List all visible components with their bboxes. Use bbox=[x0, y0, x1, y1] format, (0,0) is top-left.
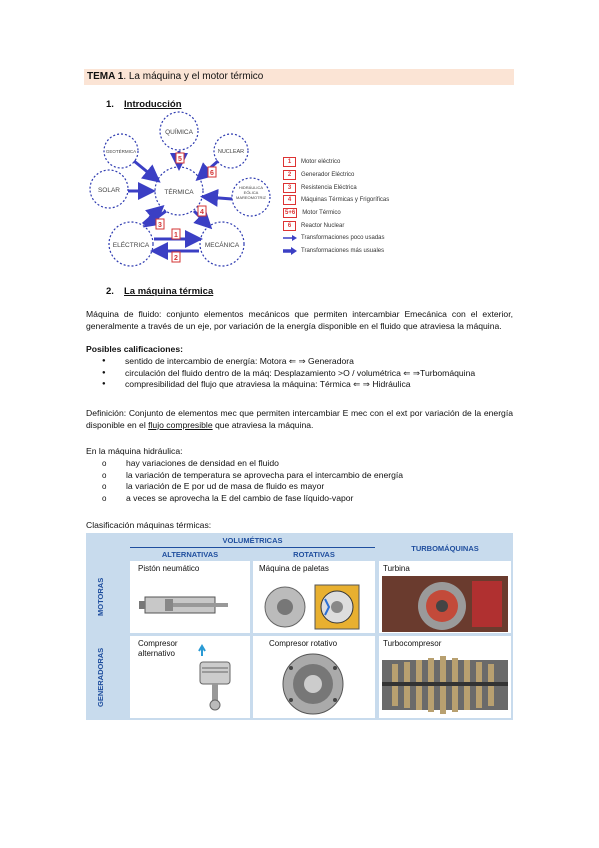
node-solar bbox=[89, 169, 129, 209]
turbocompressor-image bbox=[382, 656, 508, 714]
diagram-tag: 6 bbox=[210, 170, 214, 177]
node-label-termica: TÉRMICA bbox=[164, 187, 194, 196]
list-item: la variación de temperatura se aprovecha… bbox=[100, 470, 510, 482]
rotary-compressor-image bbox=[282, 653, 344, 715]
list-item: hay variaciones de densidad en el fluido bbox=[100, 458, 510, 470]
cell-compresor-alternativo: Compresor alternativo bbox=[130, 636, 250, 718]
node-hidraulica bbox=[231, 177, 271, 217]
row-header-generadoras: GENERADORAS bbox=[96, 647, 105, 707]
node-label-geotermica: GEOTÉRMICA bbox=[106, 148, 136, 154]
bullet-list-calificaciones: sentido de intercambio de energía: Motor… bbox=[100, 356, 510, 391]
paragraph-hidraulica: En la máquina hidráulica: bbox=[86, 446, 183, 456]
node-nuclear bbox=[213, 133, 249, 169]
diagram-tag: 3 bbox=[158, 222, 162, 229]
piston-rod-image bbox=[198, 644, 231, 711]
paragraph-clasificacion: Clasificación máquinas térmicas: bbox=[86, 520, 212, 530]
piston-image bbox=[139, 596, 228, 614]
header-rotativas: ROTATIVAS bbox=[293, 550, 335, 559]
cell-compresor-rotativo: Compresor rotativo bbox=[253, 636, 375, 718]
cell-piston-neumatico: Pistón neumático bbox=[130, 561, 250, 633]
node-quimica bbox=[159, 111, 199, 151]
header-volumetricas: VOLUMÉTRICAS bbox=[222, 536, 283, 545]
thin-arrow-icon bbox=[283, 235, 297, 242]
cell-maquina-paletas: Máquina de paletas bbox=[253, 561, 375, 633]
node-label-quimica: QUÍMICA bbox=[165, 127, 193, 136]
node-label-mecanica: MECÁNICA bbox=[205, 240, 240, 249]
node-label-nuclear: NUCLEAR bbox=[218, 149, 244, 155]
list-item: a veces se aprovecha la E del cambio de … bbox=[100, 493, 510, 505]
diagram-tag: 1 bbox=[174, 232, 178, 239]
diagram-tag: 4 bbox=[200, 209, 204, 216]
sub-list-hidraulica: hay variaciones de densidad en el fluido… bbox=[100, 458, 510, 504]
list-item: la variación de E por ud de masa de flui… bbox=[100, 481, 510, 493]
paragraph-definicion: Definición: Conjunto de elementos mec qu… bbox=[86, 408, 513, 430]
node-label-hidraulica: HIDRÁULICA EÓLICA MAREOMOTRIZ bbox=[236, 185, 266, 200]
legend-item: Transformaciones poco usadas bbox=[283, 232, 423, 245]
vane-machine-image bbox=[264, 584, 360, 630]
list-item: circulación del fluido dentro de la máq:… bbox=[100, 368, 510, 380]
energy-transformation-diagram: QUÍMICA GEOTÉRMICA NUCLEAR SOLAR TÉRMICA… bbox=[89, 111, 271, 267]
turbine-image bbox=[382, 576, 508, 632]
header-alternativas: ALTERNATIVAS bbox=[161, 550, 219, 559]
diagram-tag: 2 bbox=[174, 255, 178, 262]
thick-arrow-icon bbox=[283, 247, 297, 256]
legend-item: Transformaciones más usuales bbox=[283, 245, 423, 258]
section-heading-maquina-termica: 2.La máquina térmica bbox=[106, 286, 214, 297]
paragraph-maquina-fluido: Máquina de fluido: conjunto elementos me… bbox=[86, 309, 513, 331]
list-item: sentido de intercambio de energía: Motor… bbox=[100, 356, 510, 368]
header-turbomaquinas: TURBOMÁQUINAS bbox=[411, 544, 479, 553]
diagram-tag: 5 bbox=[178, 156, 182, 163]
node-label-electrica: ELÉCTRICA bbox=[113, 240, 150, 249]
flujo-compresible-link: flujo compresible bbox=[148, 419, 213, 430]
section-heading-intro: 1.Introducción bbox=[106, 99, 182, 110]
row-header-motoras: MOTORAS bbox=[96, 577, 105, 617]
page-title: TEMA 1. La máquina y el motor térmico bbox=[84, 69, 514, 85]
node-label-solar: SOLAR bbox=[98, 187, 120, 194]
cell-turbina: Turbina bbox=[379, 561, 511, 633]
node-geotermica bbox=[103, 133, 139, 169]
paragraph-posibles: Posibles calificaciones: bbox=[86, 344, 183, 354]
classification-table: VOLUMÉTRICAS ALTERNATIVAS ROTATIVAS TURB… bbox=[86, 533, 513, 720]
cell-turbocompresor: Turbocompresor bbox=[379, 636, 511, 718]
list-item: compresibilidad del flujo que atraviesa … bbox=[100, 379, 510, 391]
